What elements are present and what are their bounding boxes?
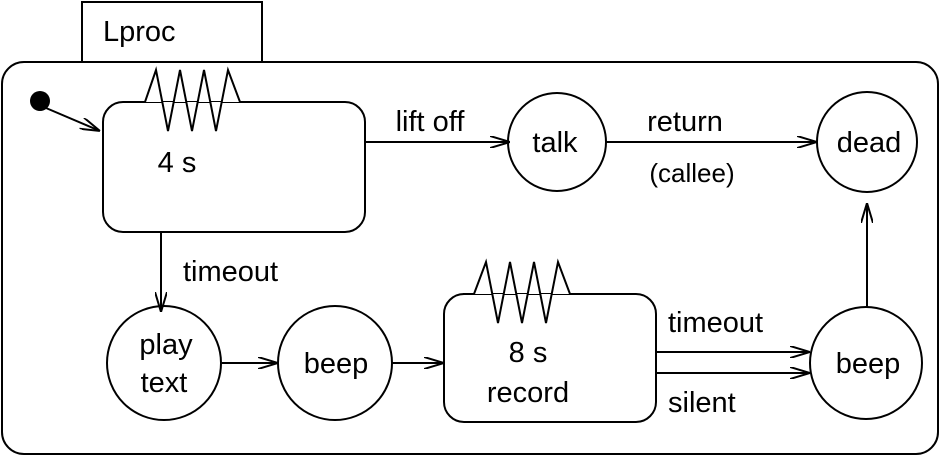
dead-state [816, 91, 918, 193]
play-text-state [106, 305, 222, 421]
timer-zigzag-icon [133, 66, 252, 132]
timeout-right-label: timeout [668, 307, 763, 339]
record-state-label-line2: record [487, 377, 569, 409]
talk-state-label: talk [532, 127, 578, 159]
wait-state [102, 101, 366, 233]
record-state-label-line1: 8 s [509, 337, 548, 369]
wait-state-label: 4 s [158, 147, 197, 179]
play-text-label-line1: play [139, 329, 193, 361]
initial-transition-arrow [45, 107, 100, 131]
beep-state-2-label: beep [836, 348, 901, 380]
lift-off-label: lift off [396, 106, 466, 138]
callee-label: (callee) [649, 158, 734, 188]
silent-label: silent [668, 387, 736, 419]
lproc-tab-label: Lproc [103, 16, 176, 48]
lproc-container [1, 61, 939, 455]
play-text-label-line2: text [141, 367, 188, 399]
return-label: return [647, 106, 723, 138]
initial-state-dot [30, 91, 50, 111]
beep-state-1-label: beep [304, 348, 369, 380]
record-timer-zigzag-icon [463, 258, 582, 324]
timeout-down-label: timeout [183, 256, 278, 288]
dead-state-label: dead [837, 127, 902, 159]
